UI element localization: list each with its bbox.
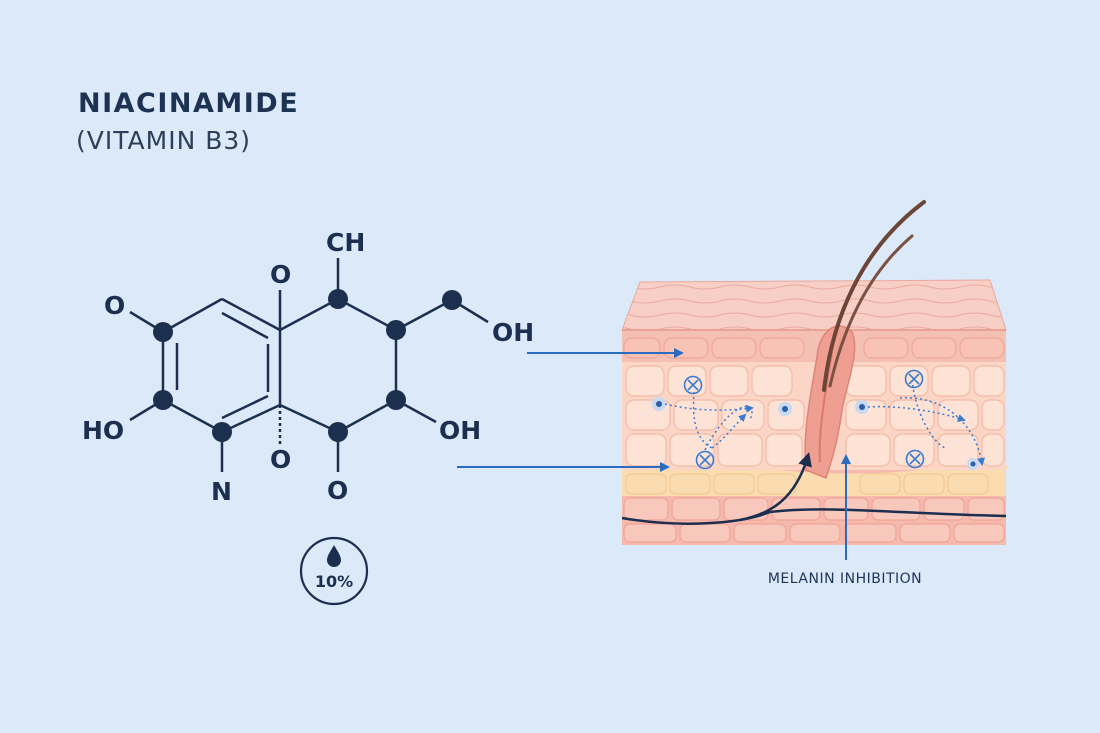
pointer-arrows bbox=[457, 348, 851, 560]
compound-subtitle: (VITAMIN B3) bbox=[76, 126, 252, 155]
melanin-inhibition-caption: MELANIN INHIBITION bbox=[768, 571, 922, 587]
fat-band bbox=[622, 463, 1009, 496]
label-ch: CH bbox=[326, 228, 365, 257]
inhibition-markers bbox=[683, 369, 925, 470]
atom-node bbox=[153, 322, 173, 342]
atom-node bbox=[328, 289, 348, 309]
badge-value: 10% bbox=[315, 572, 353, 591]
atom-node bbox=[212, 422, 232, 442]
inhibit-icon bbox=[904, 369, 924, 389]
atom-node bbox=[386, 320, 406, 340]
molecule-atoms bbox=[153, 289, 462, 442]
melanocyte-left bbox=[652, 397, 666, 411]
nerve-line bbox=[621, 508, 1007, 525]
label-o-left: O bbox=[104, 291, 125, 320]
melanocyte-center bbox=[778, 402, 792, 416]
inhibit-icon bbox=[905, 449, 925, 469]
label-ho-left: HO bbox=[82, 416, 124, 445]
melanocyte-far-right bbox=[967, 458, 979, 470]
label-o-mid: O bbox=[270, 445, 291, 474]
atom-node bbox=[386, 390, 406, 410]
hair-strand bbox=[828, 234, 914, 388]
melanocyte-right bbox=[855, 400, 869, 414]
nerve-branch bbox=[739, 452, 812, 522]
label-n: N bbox=[211, 477, 232, 506]
molecule-labels: CH O O OH HO OH O N O bbox=[82, 228, 534, 506]
atom-node bbox=[328, 422, 348, 442]
atom-node bbox=[153, 390, 173, 410]
skin-cross-section bbox=[621, 200, 1009, 545]
inhibit-icon bbox=[683, 375, 703, 395]
label-oh-right: OH bbox=[492, 318, 534, 347]
hair-strand bbox=[822, 200, 926, 392]
molecule-bonds bbox=[129, 258, 489, 472]
label-o-top: O bbox=[270, 260, 291, 289]
molecule-structure: CH O O OH HO OH O N O bbox=[82, 228, 534, 506]
inhibit-icon bbox=[695, 450, 715, 470]
lower-cells bbox=[623, 497, 1005, 543]
atom-node bbox=[442, 290, 462, 310]
compound-title: NIACINAMIDE bbox=[78, 88, 300, 119]
label-oh-bottom-right: OH bbox=[439, 416, 481, 445]
droplet-icon bbox=[327, 545, 341, 567]
hair-follicle bbox=[804, 325, 856, 479]
label-o-bottom: O bbox=[327, 476, 348, 505]
melanin-pathways bbox=[664, 379, 986, 466]
concentration-badge: 10% bbox=[299, 536, 369, 606]
